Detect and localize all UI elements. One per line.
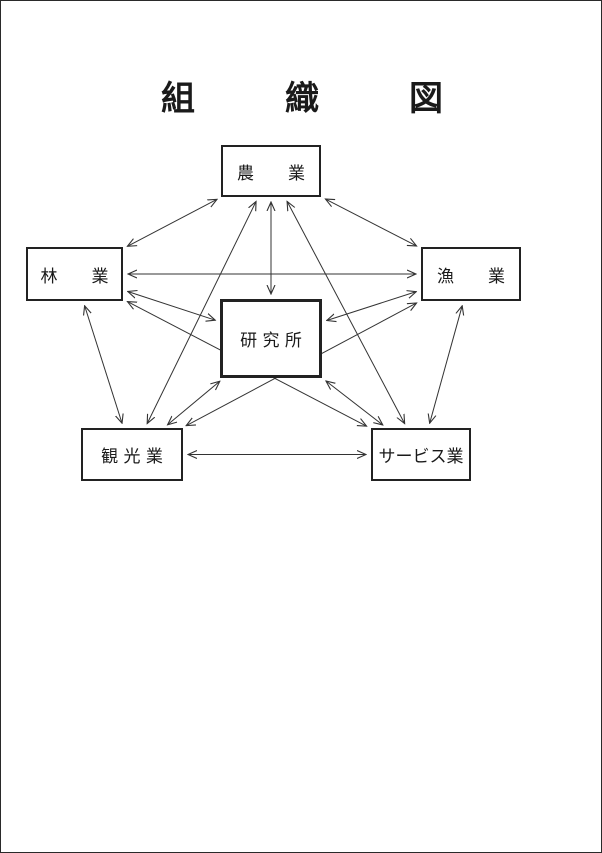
node-label: 観 光 業	[101, 447, 163, 467]
connector-ringyo-kanko	[85, 306, 122, 423]
node-label: 林 業	[40, 266, 109, 287]
node-label: 漁 業	[437, 266, 505, 287]
node-label: 研 究 所	[240, 331, 302, 351]
node-kenkyujo: 研 究 所	[220, 299, 322, 378]
connector-ringyo-kenkyujo	[128, 291, 215, 320]
node-nogyo: 農 業	[221, 145, 321, 197]
node-label: サービス業	[378, 447, 464, 467]
connector-nogyo-ringyo	[127, 199, 217, 246]
node-label: 農 業	[237, 163, 305, 184]
node-kanko: 観 光 業	[81, 428, 183, 481]
node-service: サービス業	[371, 428, 471, 481]
connector-nogyo-gyogyo	[325, 199, 416, 246]
node-ringyo: 林 業	[26, 247, 123, 301]
connector-kenkyujo-service	[326, 381, 383, 425]
connector-kenkyujo-kanko	[168, 381, 220, 425]
node-gyogyo: 漁 業	[421, 247, 521, 301]
connector-gyogyo-kenkyujo	[327, 292, 416, 321]
connector-gyogyo-service	[430, 306, 463, 423]
